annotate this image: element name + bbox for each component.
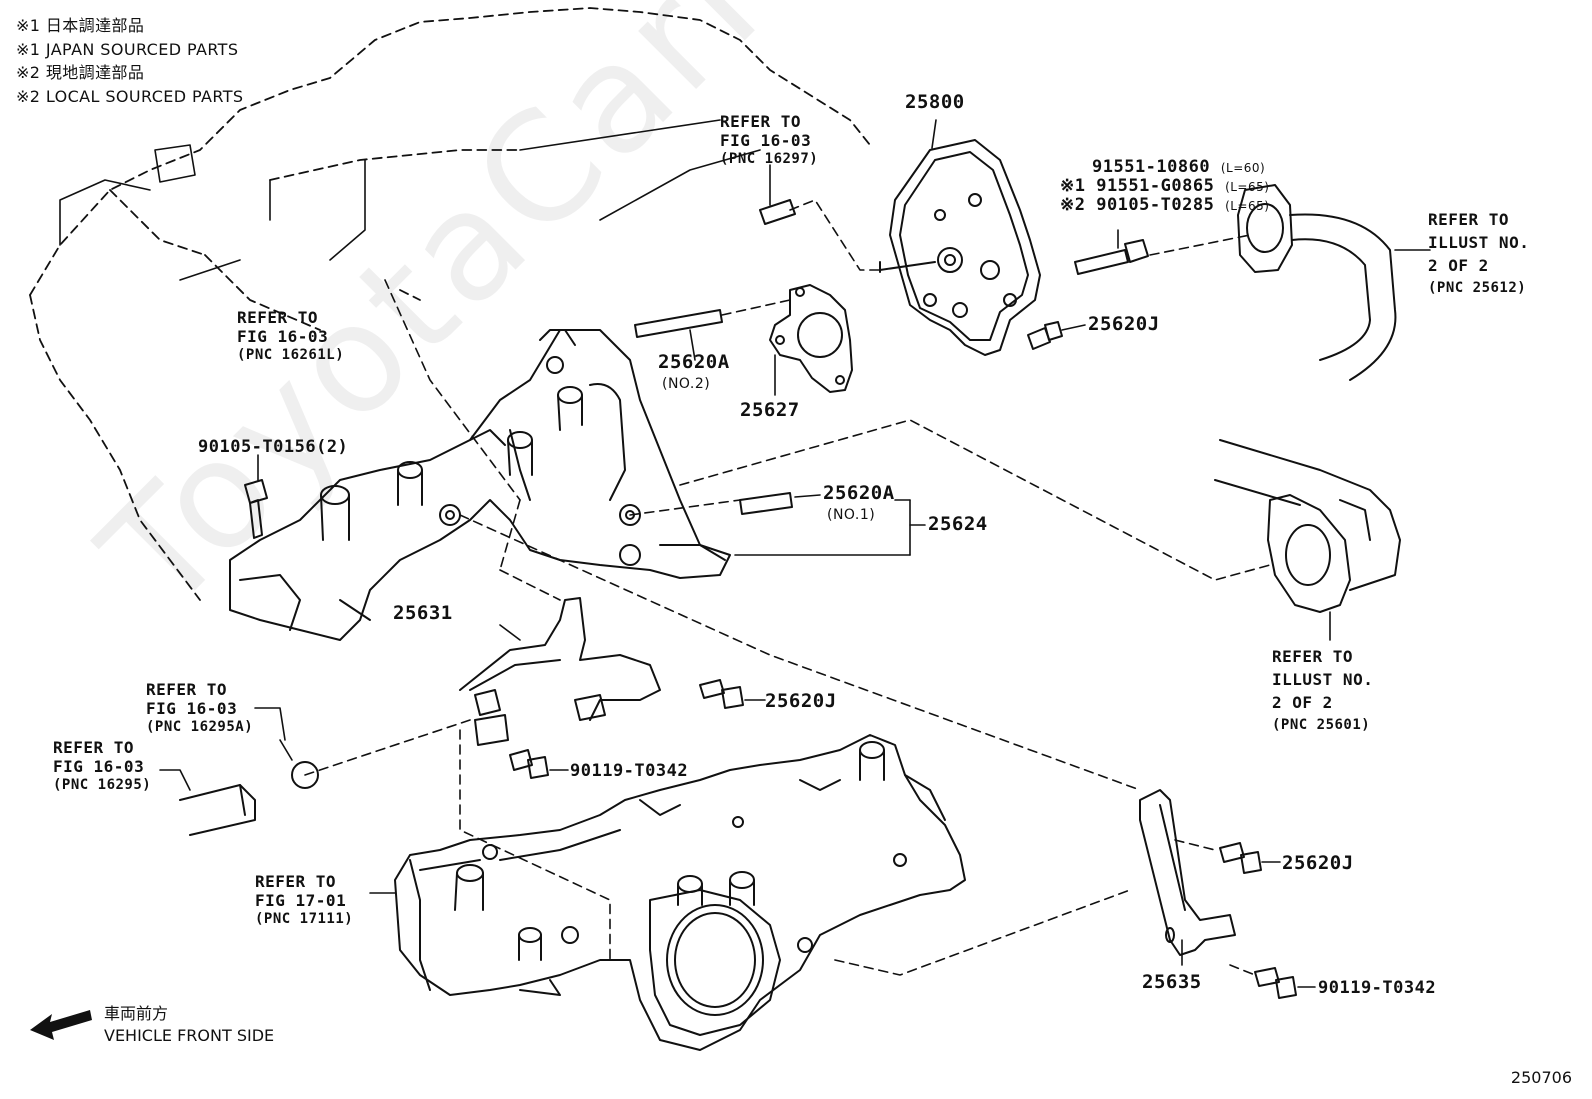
ref-line: FIG 16-03 bbox=[53, 757, 145, 776]
ref-line: 2 OF 2 bbox=[1272, 693, 1333, 712]
front-arrow-icon bbox=[30, 1010, 92, 1040]
ref-pnc: (PNC 25601) bbox=[1272, 717, 1371, 733]
pipe-25631 bbox=[459, 597, 661, 746]
alt2-len: (L=65) bbox=[1225, 180, 1270, 194]
bolt-90119-right bbox=[1254, 967, 1316, 999]
part-25627[interactable]: 25627 bbox=[740, 399, 800, 421]
pipe-16297 bbox=[759, 164, 796, 225]
ref-line: REFER TO bbox=[1428, 210, 1510, 229]
vehicle-front-side: 車両前方 VEHICLE FRONT SIDE bbox=[104, 1003, 274, 1047]
part-25624[interactable]: 25624 bbox=[928, 513, 988, 535]
water-pump-25800 bbox=[879, 139, 1041, 356]
bolt-25620j-mid bbox=[699, 679, 766, 709]
bolt-91551 bbox=[1074, 229, 1149, 275]
ref-pnc-17111[interactable]: REFER TO FIG 17-01 (PNC 17111) bbox=[255, 872, 353, 929]
ref-line: FIG 16-03 bbox=[720, 131, 812, 150]
ref-line: ILLUST NO. bbox=[1428, 233, 1530, 252]
clamp-16295a bbox=[254, 707, 319, 789]
ref-pnc-25612[interactable]: REFER TO ILLUST NO. 2 OF 2 (PNC 25612) bbox=[1428, 208, 1529, 300]
engine-block-solid bbox=[59, 119, 761, 281]
ref-pnc: (PNC 17111) bbox=[255, 911, 354, 927]
ref-pnc: (PNC 16295A) bbox=[146, 719, 254, 735]
ref-line: REFER TO bbox=[237, 308, 319, 327]
flange-25601 bbox=[1214, 439, 1401, 613]
part-25631[interactable]: 25631 bbox=[393, 602, 453, 624]
flange-25612 bbox=[1237, 184, 1397, 381]
part-25800[interactable]: 25800 bbox=[905, 91, 965, 113]
bolt-25620j-right bbox=[1219, 842, 1281, 874]
ref-line: REFER TO bbox=[720, 112, 802, 131]
bracket-25635 bbox=[1139, 789, 1236, 966]
part-25620a-no1-sub: (NO.1) bbox=[827, 507, 876, 523]
ref-pnc-16297[interactable]: REFER TO FIG 16-03 (PNC 16297) bbox=[720, 112, 818, 169]
ref-line: 2 OF 2 bbox=[1428, 256, 1489, 275]
ref-pnc: (PNC 16297) bbox=[720, 151, 819, 167]
note-japan-en: ※1 JAPAN SOURCED PARTS bbox=[16, 39, 239, 59]
front-jp: 車両前方 bbox=[104, 1004, 169, 1023]
ref-line: FIG 16-03 bbox=[146, 699, 238, 718]
part-90119-t0342-right[interactable]: 90119-T0342 bbox=[1318, 978, 1437, 998]
part-25620a-no1[interactable]: 25620A bbox=[823, 482, 895, 504]
ref-line: ILLUST NO. bbox=[1272, 670, 1374, 689]
alt1-pn[interactable]: 91551-10860 bbox=[1092, 157, 1211, 177]
ref-line: REFER TO bbox=[1272, 647, 1354, 666]
part-25620a-no2-sub: (NO.2) bbox=[662, 376, 711, 392]
part-25635[interactable]: 25635 bbox=[1142, 971, 1202, 993]
part-90119-t0342-left[interactable]: 90119-T0342 bbox=[570, 761, 689, 781]
ref-line: REFER TO bbox=[53, 738, 135, 757]
alt2-pn[interactable]: ※1 91551-G0865 bbox=[1060, 176, 1215, 196]
bolt-90105 bbox=[244, 454, 268, 539]
bolt-alternatives: 91551-10860 (L=60) ※1 91551-G0865 (L=65)… bbox=[1060, 158, 1269, 215]
bolt-25620j-top bbox=[1027, 321, 1086, 350]
front-en: VEHICLE FRONT SIDE bbox=[104, 1026, 275, 1045]
gasket-25627 bbox=[769, 284, 853, 393]
stud-25620a-no2 bbox=[634, 309, 723, 361]
ref-pnc-25601[interactable]: REFER TO ILLUST NO. 2 OF 2 (PNC 25601) bbox=[1272, 645, 1373, 737]
intake-manifold bbox=[394, 734, 966, 1051]
part-25620j-top[interactable]: 25620J bbox=[1088, 313, 1160, 335]
bolt-90119-left bbox=[509, 749, 569, 779]
hose-16295 bbox=[179, 784, 256, 836]
stud-25620a-no1 bbox=[739, 492, 821, 515]
illustration-number: 250706 bbox=[1510, 1068, 1572, 1087]
part-25620a-no2[interactable]: 25620A bbox=[658, 351, 730, 373]
note-japan-jp: ※1 日本調達部品 bbox=[16, 16, 145, 35]
ref-pnc: (PNC 25612) bbox=[1428, 280, 1527, 296]
ref-pnc-16261l[interactable]: REFER TO FIG 16-03 (PNC 16261L) bbox=[237, 308, 344, 365]
note-local-en: ※2 LOCAL SOURCED PARTS bbox=[16, 86, 244, 106]
alt3-len: (L=65) bbox=[1225, 199, 1270, 213]
ref-pnc-16295a[interactable]: REFER TO FIG 16-03 (PNC 16295A) bbox=[146, 680, 253, 737]
part-25620j-mid[interactable]: 25620J bbox=[765, 690, 837, 712]
ref-pnc: (PNC 16261L) bbox=[237, 347, 345, 363]
part-90105-t0156[interactable]: 90105-T0156(2) bbox=[198, 437, 349, 457]
source-notes: ※1 日本調達部品 ※1 JAPAN SOURCED PARTS ※2 現地調達… bbox=[16, 14, 243, 108]
note-local-jp: ※2 現地調達部品 bbox=[16, 63, 145, 82]
water-inlet-housing-25624 bbox=[229, 329, 731, 641]
part-25620j-right[interactable]: 25620J bbox=[1282, 852, 1354, 874]
ref-pnc: (PNC 16295) bbox=[53, 777, 152, 793]
ref-line: REFER TO bbox=[146, 680, 228, 699]
alt3-pn[interactable]: ※2 90105-T0285 bbox=[1060, 195, 1215, 215]
ref-pnc-16295[interactable]: REFER TO FIG 16-03 (PNC 16295) bbox=[53, 738, 151, 795]
leader-25800 bbox=[789, 199, 881, 271]
alt1-len: (L=60) bbox=[1220, 161, 1266, 175]
guide-lines bbox=[304, 279, 1271, 976]
ref-line: REFER TO bbox=[255, 872, 337, 891]
ref-line: FIG 17-01 bbox=[255, 891, 347, 910]
ref-line: FIG 16-03 bbox=[237, 327, 329, 346]
